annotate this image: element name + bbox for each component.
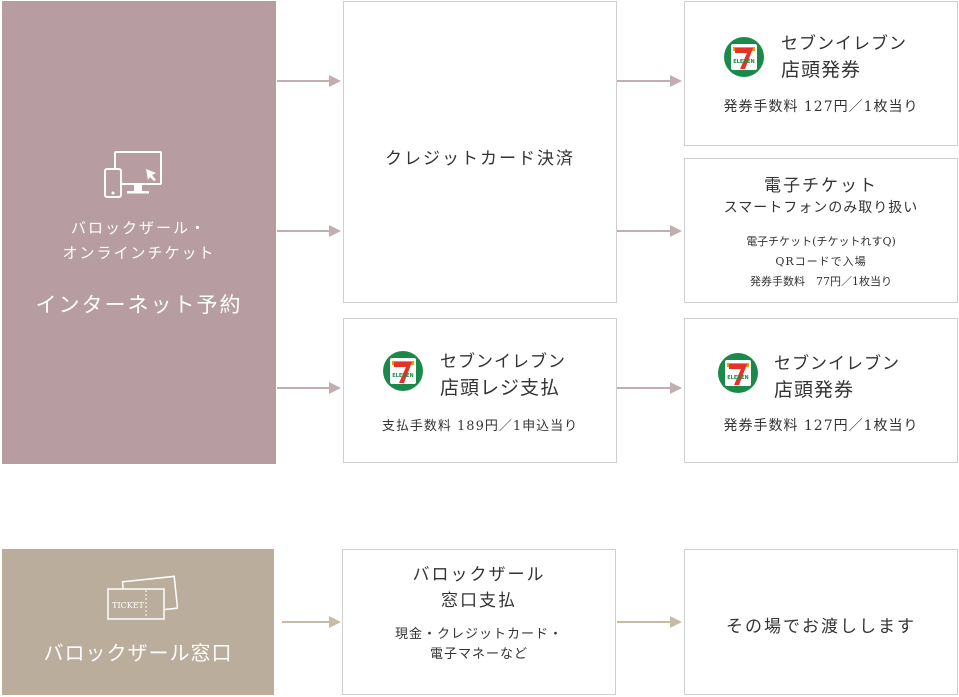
seven-bottom-fee: 発券手数料 127円／1枚当り: [723, 418, 919, 434]
seven-issue-top-box: ELEVEN セブンイレブン 店頭発券 発券手数料 127円／1枚当り: [684, 1, 958, 146]
handover-label: その場でお渡しします: [726, 617, 916, 637]
credit-card-box: クレジットカード決済: [343, 1, 617, 303]
seven-logo-text: ELEVEN: [392, 373, 414, 379]
seven-eleven-logo-icon: ELEVEN: [383, 351, 423, 391]
seven-bottom-name-line2: 店頭発券: [774, 379, 855, 401]
internet-reservation-block: バロックザール・ オンラインチケット インターネット予約: [2, 1, 276, 464]
internet-subtitle-line1: バロックザール・: [70, 219, 207, 237]
arrow-counter-to-payment: [282, 616, 341, 628]
credit-card-label: クレジットカード決済: [385, 149, 575, 169]
seven-logo-text: ELEVEN: [727, 375, 749, 381]
arrow-internet-to-card-mid: [277, 225, 341, 237]
seven-issue-bottom-box: ELEVEN セブンイレブン 店頭発券 発券手数料 127円／1枚当り: [684, 318, 958, 463]
seven-register-fee: 支払手数料 189円／1申込当り: [381, 419, 579, 434]
arrow-register-to-seven: [617, 382, 682, 394]
seven-eleven-logo-icon: ELEVEN: [724, 37, 764, 77]
arrow-internet-to-register: [277, 382, 341, 394]
seven-register-name-line2: 店頭レジ支払: [440, 377, 561, 399]
eticket-detail3: 発券手数料 77円／1枚当り: [750, 275, 892, 288]
seven-bottom-name-line1: セブンイレブン: [774, 354, 900, 374]
counter-payment-box: バロックザール 窓口支払 現金・クレジットカード・ 電子マネーなど: [342, 549, 616, 695]
eticket-detail2: QRコードで入場: [775, 255, 867, 268]
seven-register-box: ELEVEN セブンイレブン 店頭レジ支払 支払手数料 189円／1申込当り: [343, 318, 617, 463]
computer-smartphone-icon: [104, 151, 162, 198]
internet-subtitle-line2: オンラインチケット: [62, 244, 216, 262]
eticket-detail1: 電子チケット(チケットれすQ): [746, 235, 896, 248]
arrow-internet-to-card-top: [277, 75, 341, 87]
arrow-payment-to-handover: [617, 616, 682, 628]
counter-payment-methods-line1: 現金・クレジットカード・: [394, 627, 563, 642]
seven-top-fee: 発券手数料 127円／1枚当り: [723, 99, 919, 115]
ticket-text: TICKET: [112, 601, 144, 610]
handover-box: その場でお渡しします: [684, 549, 958, 695]
ticket-icon: TICKET: [107, 575, 178, 620]
seven-eleven-logo-icon: ELEVEN: [718, 353, 758, 393]
seven-register-name-line1: セブンイレブン: [440, 352, 566, 372]
arrow-card-to-eticket: [617, 225, 682, 237]
counter-payment-methods-line2: 電子マネーなど: [429, 647, 528, 662]
seven-top-name-line2: 店頭発券: [781, 59, 862, 81]
seven-top-name-line1: セブンイレブン: [781, 34, 907, 54]
seven-logo-text: ELEVEN: [733, 59, 755, 65]
counter-block: TICKET バロックザール窓口: [2, 549, 274, 695]
counter-payment-title-line1: バロックザール: [412, 565, 546, 585]
counter-title: バロックザール窓口: [43, 641, 233, 665]
arrow-card-to-seven: [617, 75, 682, 87]
internet-title: インターネット予約: [35, 293, 243, 317]
eticket-box: 電子チケット スマートフォンのみ取り扱い 電子チケット(チケットれすQ) QRコ…: [684, 158, 958, 303]
eticket-subtitle: スマートフォンのみ取り扱い: [723, 200, 919, 216]
eticket-title: 電子チケット: [764, 176, 878, 196]
counter-payment-title-line2: 窓口支払: [441, 591, 517, 611]
